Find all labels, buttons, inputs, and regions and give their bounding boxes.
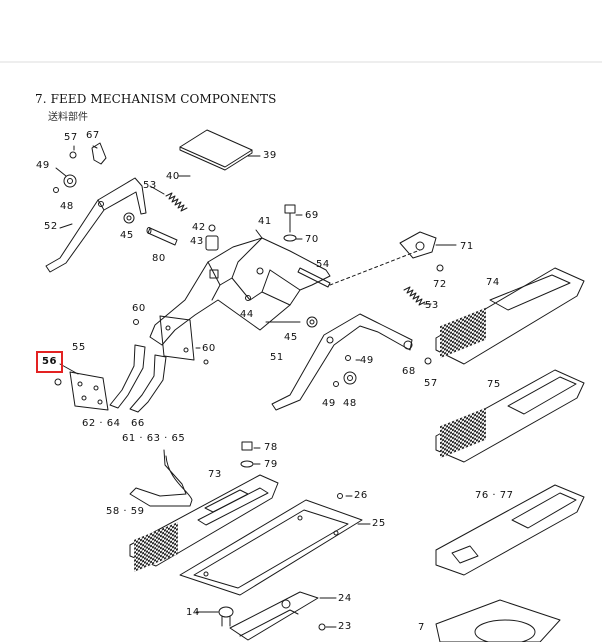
callout-40: 40 [166, 171, 180, 182]
part-7-cover [435, 599, 561, 642]
callout-74: 74 [486, 277, 500, 288]
callout-58-59: 58 · 59 [106, 506, 145, 517]
part-48-nut-right [343, 371, 357, 385]
part-14-knob [218, 606, 234, 618]
callout-7: 7 [418, 622, 425, 633]
callout-71: 71 [460, 241, 474, 252]
callout-48-right: 48 [343, 398, 357, 409]
callout-69: 69 [305, 210, 319, 221]
part-45-bushing [123, 212, 135, 224]
callout-73: 73 [208, 469, 222, 480]
callout-60-right: 60 [202, 343, 216, 354]
part-61-link [129, 354, 167, 413]
part-49-screw-right [333, 381, 339, 387]
part-26-screw [337, 493, 343, 499]
page-title: 7. FEED MECHANISM COMPONENTS [35, 92, 277, 106]
callout-51: 51 [270, 352, 284, 363]
callout-48: 48 [60, 201, 74, 212]
callout-78: 78 [264, 442, 278, 453]
part-24-bracket [229, 591, 319, 641]
callout-70: 70 [305, 234, 319, 245]
callout-14: 14 [186, 607, 200, 618]
part-44-screw [245, 295, 251, 301]
part-79-washer [240, 460, 254, 468]
callout-44: 44 [240, 309, 254, 320]
part-76-feed-dog [435, 484, 585, 576]
part-52-lever [45, 177, 147, 273]
part-43-pin [205, 235, 219, 251]
part-73-throat-plate [129, 474, 279, 572]
part-39-plate-edge [179, 146, 253, 171]
callout-52: 52 [44, 221, 58, 232]
part-70-washer [283, 234, 297, 242]
callout-62-64: 62 · 64 [82, 418, 121, 429]
callout-53: 53 [143, 180, 157, 191]
part-56-screw [54, 378, 62, 386]
callout-54: 54 [316, 259, 330, 270]
part-54-shaft [297, 267, 331, 288]
callout-68: 68 [402, 366, 416, 377]
part-67-bracket [91, 142, 107, 165]
callout-57-right: 57 [424, 378, 438, 389]
callout-45: 45 [120, 230, 134, 241]
part-25-plate [179, 499, 363, 596]
callout-49-right: 49 [360, 355, 374, 366]
callout-57: 57 [64, 132, 78, 143]
callout-56-highlighted: 56 [36, 351, 63, 373]
part-72-screw [436, 264, 444, 272]
callout-75: 75 [487, 379, 501, 390]
callout-80: 80 [152, 253, 166, 264]
callout-45-right: 45 [284, 332, 298, 343]
part-80-shaft [147, 227, 178, 246]
part-48-nut [63, 174, 77, 188]
callout-26: 26 [354, 490, 368, 501]
part-45-bushing-right [306, 316, 318, 328]
part-39-plate [179, 129, 253, 168]
callout-42: 42 [192, 222, 206, 233]
part-75-feed-dog [435, 369, 585, 463]
callout-39: 39 [263, 150, 277, 161]
callout-79: 79 [264, 459, 278, 470]
part-68-pin [403, 340, 413, 350]
part-41-boss [209, 269, 219, 279]
callout-49: 49 [36, 160, 50, 171]
part-55-plate [69, 371, 109, 411]
page-subtitle: 送料部件 [48, 112, 88, 123]
part-23-screw [318, 623, 326, 631]
callout-49-lower: 49 [322, 398, 336, 409]
part-58-wire-loop [129, 449, 193, 507]
callout-24: 24 [338, 593, 352, 604]
part-60-plate [159, 315, 195, 361]
callout-23: 23 [338, 621, 352, 632]
callout-25: 25 [372, 518, 386, 529]
callout-43: 43 [190, 236, 204, 247]
callout-66: 66 [131, 418, 145, 429]
part-78-screw [241, 441, 253, 451]
callout-53-right: 53 [425, 300, 439, 311]
callout-67: 67 [86, 130, 100, 141]
part-41-frame [149, 237, 331, 346]
callout-60-top: 60 [132, 303, 146, 314]
callout-55: 55 [72, 342, 86, 353]
callout-76-77: 76 · 77 [475, 490, 514, 501]
part-71-bracket [399, 231, 437, 259]
part-49-screw [53, 187, 59, 193]
part-62-link [109, 344, 146, 409]
callout-72: 72 [433, 279, 447, 290]
part-42-screw [208, 224, 216, 232]
callout-61-63-65: 61 · 63 · 65 [122, 433, 186, 444]
part-53-spring-right [403, 286, 426, 306]
part-57-screw-right [424, 357, 432, 365]
part-53-spring-top [165, 192, 188, 212]
part-51-lever [271, 313, 413, 411]
callout-41: 41 [258, 216, 272, 227]
part-74-feed-dog [435, 267, 585, 365]
part-57-screw [69, 151, 77, 159]
part-69-screw-head [284, 204, 296, 214]
